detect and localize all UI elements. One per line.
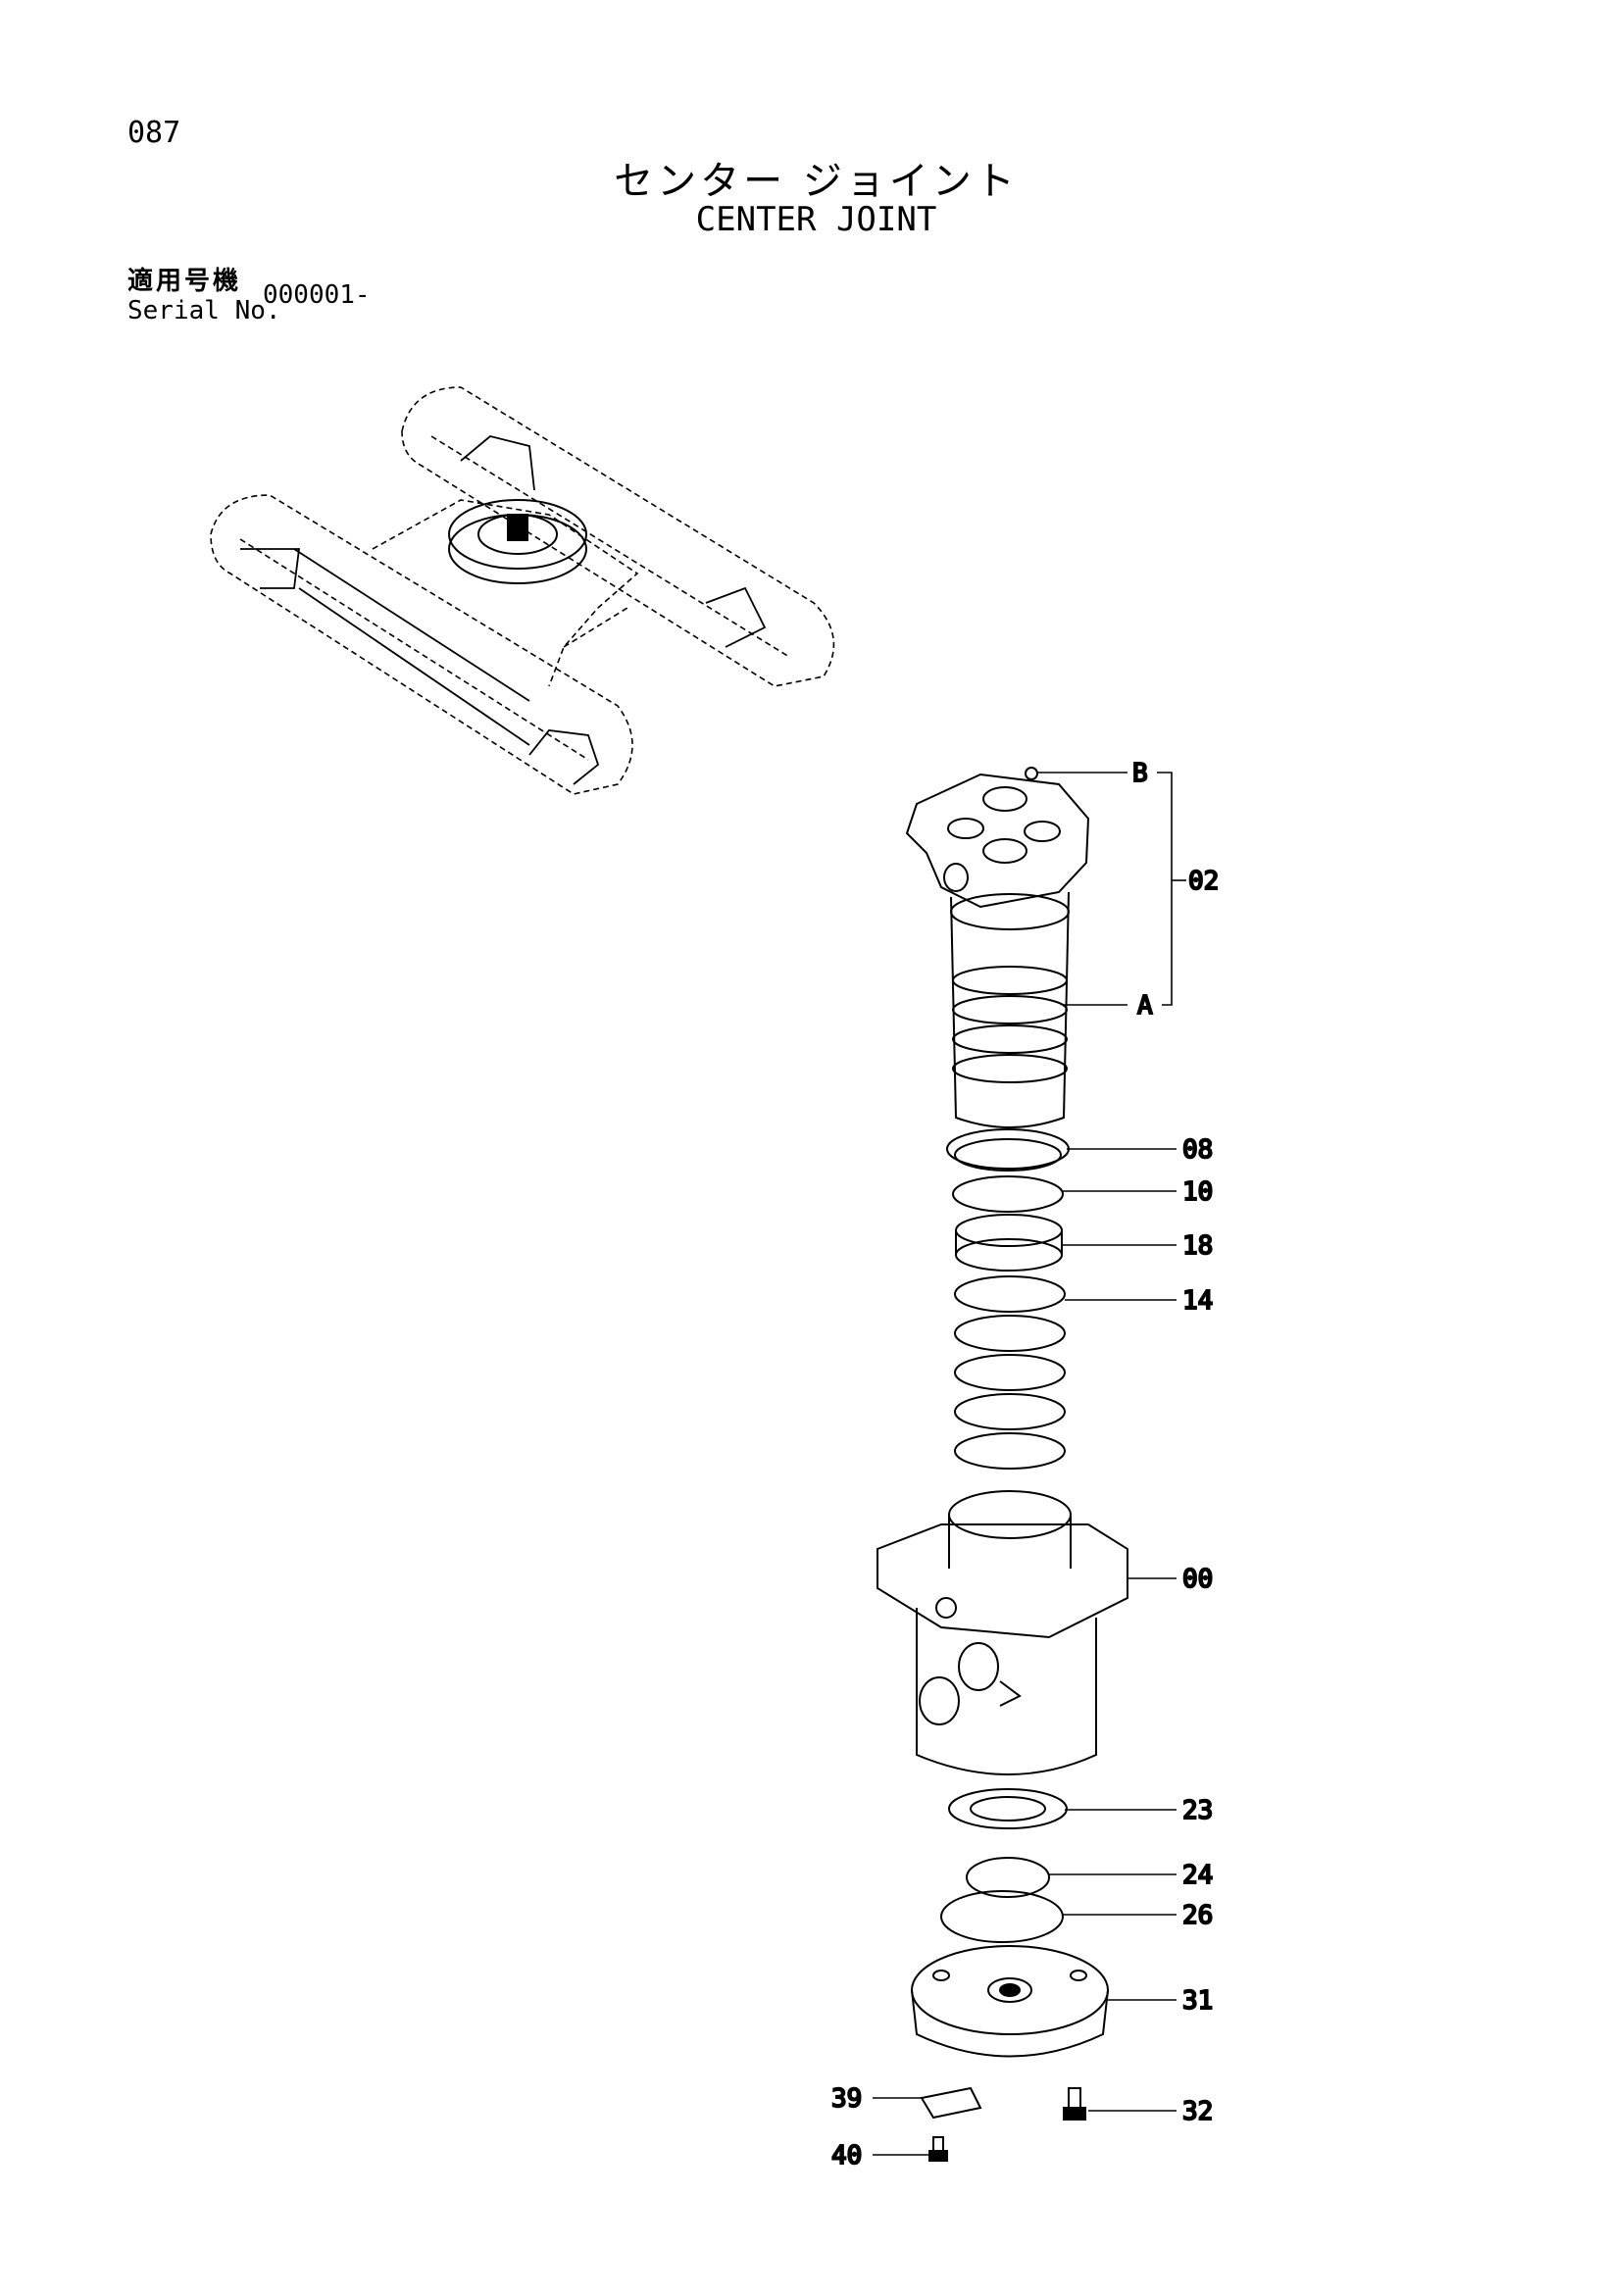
plate-icon [920,2086,982,2120]
callout-A: A [1137,991,1153,1021]
callout-40: 40 [831,2141,862,2171]
undercarriage-sketch [210,386,835,795]
serial-label-english: Serial No. [127,296,281,325]
callout-10: 10 [1182,1177,1213,1207]
callout-31: 31 [1182,1986,1213,2016]
serial-number-value: 000001- [263,280,371,310]
callout-26: 26 [1182,1901,1213,1930]
callout-02: 02 [1188,867,1219,896]
page-title-japanese: センター ジョイント [614,159,1019,204]
callout-32: 32 [1182,2097,1213,2126]
callout-00: 00 [1182,1565,1213,1594]
serial-label-japanese: 適用号機 [127,267,242,296]
callout-23: 23 [1182,1796,1213,1825]
screw-icon [932,2136,944,2152]
turntable-hub-icon [448,499,587,584]
lower-parts [911,1788,1109,2162]
callout-18: 18 [1182,1231,1213,1261]
callout-39: 39 [831,2084,862,2114]
callout-labels: B A 02 08 10 18 14 00 23 24 26 31 32 39 … [830,758,1220,2171]
callout-08: 08 [1182,1135,1213,1165]
bolt-icon [1068,2087,1081,2109]
callout-14: 14 [1182,1286,1213,1316]
seal-rings-stack [946,1128,1070,1470]
center-joint-spindle [905,767,1090,1128]
callout-24: 24 [1182,1861,1213,1890]
page-number: 087 [127,116,181,150]
page-title-english: CENTER JOINT [695,200,937,239]
undercarriage-solid-lines [240,435,767,785]
callout-B: B [1132,759,1148,788]
leader-lines [873,772,1186,2156]
center-joint-body [877,1490,1128,1775]
